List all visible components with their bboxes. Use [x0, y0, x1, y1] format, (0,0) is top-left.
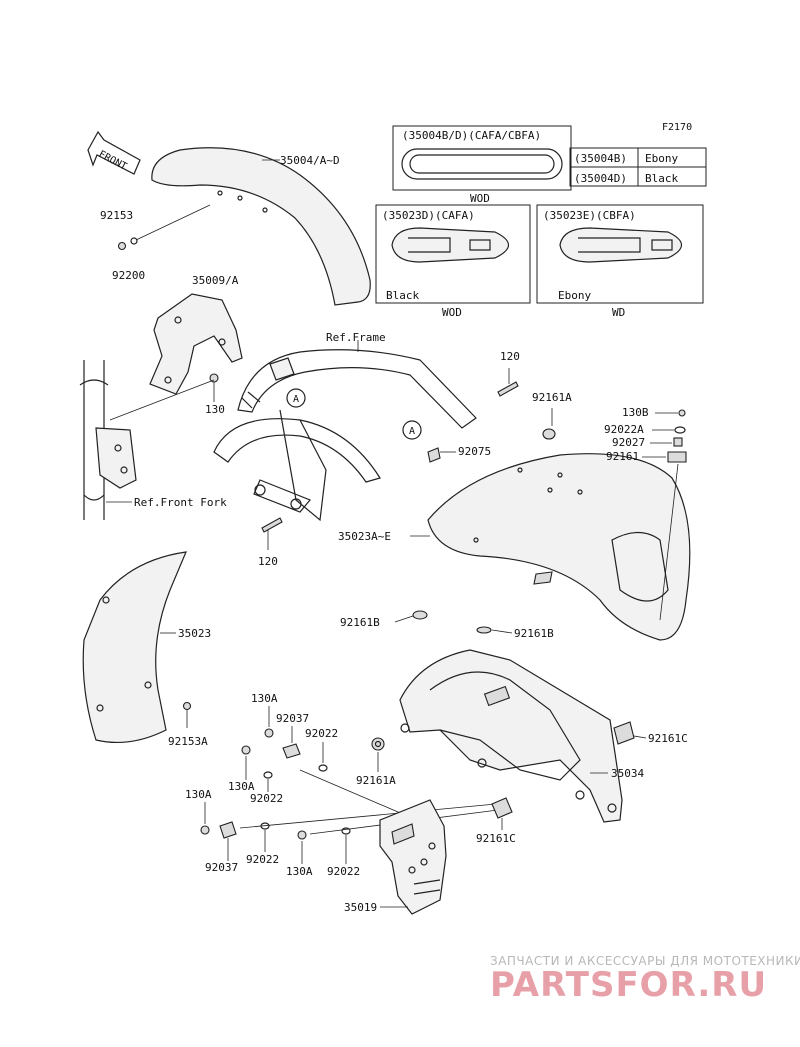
- callout-a-frame: A: [293, 394, 299, 405]
- inset-right-title: (35023E)(CBFA): [543, 209, 636, 222]
- label-35019: 35019: [344, 901, 377, 914]
- damper-92161C-right: [613, 721, 635, 745]
- watermark-logo: PARTSFOR.RU: [490, 965, 767, 1005]
- color-name-2: Black: [645, 172, 678, 185]
- label-35009: 35009/A: [192, 274, 239, 287]
- label-130A-1: 130A: [251, 692, 278, 705]
- label-92200: 92200: [112, 269, 145, 282]
- inset-right-caption: WD: [612, 306, 625, 319]
- inset-right: (35023E)(CBFA) Ebony WD: [536, 204, 704, 319]
- bolt-130A-3: [200, 825, 210, 835]
- label-92153A: 92153A: [168, 735, 208, 748]
- damper-92161C-bottom: [491, 797, 513, 819]
- label-92022-3: 92022: [246, 853, 279, 866]
- fender-strip-icon: [401, 148, 563, 180]
- front-fork: [79, 360, 137, 520]
- label-ref-frame: Ref.Frame: [326, 331, 386, 344]
- callout-a-circle: [402, 420, 422, 440]
- inset-top: (35004B/D)(CAFA/CBFA) WOD (35004B) Ebony…: [392, 125, 707, 205]
- label-92075: 92075: [458, 445, 491, 458]
- front-arrow-icon: FRONT: [87, 130, 141, 175]
- bolt-130A-2: [241, 745, 251, 755]
- label-92161: 92161: [606, 450, 639, 463]
- pad-92161B-left: [412, 610, 428, 620]
- label-120-bottom: 120: [258, 555, 278, 568]
- label-35023: 35023: [178, 627, 211, 640]
- label-92161C-bottom: 92161C: [476, 832, 516, 845]
- washer-92022-1: [318, 764, 328, 772]
- inset-top-title: (35004B/D)(CAFA/CBFA): [402, 129, 541, 142]
- label-35004: 35004/A~D: [280, 154, 340, 167]
- label-92153: 92153: [100, 209, 133, 222]
- inset-top-caption: WOD: [470, 192, 490, 205]
- frame: A: [213, 349, 477, 522]
- bolt-92153: [117, 241, 127, 251]
- label-130: 130: [205, 403, 225, 416]
- label-ref-front-fork: Ref.Front Fork: [134, 496, 227, 509]
- label-92161A-bottom: 92161A: [356, 774, 396, 787]
- watermark-tagline: ЗАПЧАСТИ И АКСЕССУАРЫ ДЛЯ МОТОТЕХНИКИ: [490, 954, 800, 968]
- inset-right-color: Ebony: [558, 289, 591, 302]
- label-92161B-left: 92161B: [340, 616, 380, 629]
- label-92027: 92027: [612, 436, 645, 449]
- pad-92161B-right: [476, 626, 492, 634]
- label-92161B-right: 92161B: [514, 627, 554, 640]
- label-92022-4: 92022: [327, 865, 360, 878]
- bolt-130A-1: [264, 728, 274, 738]
- label-130A-2: 130A: [228, 780, 255, 793]
- front-arrow-label: FRONT: [97, 149, 129, 173]
- color-name-1: Ebony: [645, 152, 678, 165]
- bolt-120-top: [497, 381, 519, 397]
- label-35034: 35034: [611, 767, 644, 780]
- grommet-92075: [427, 447, 441, 463]
- front-fender: [151, 147, 371, 306]
- label-130A-3: 130A: [185, 788, 212, 801]
- inset-left: (35023D)(CAFA) Black WOD: [375, 204, 531, 319]
- label-92022-2: 92022: [250, 792, 283, 805]
- washer-92200: [130, 237, 138, 245]
- collar-92027: [673, 437, 683, 447]
- label-130B: 130B: [622, 406, 649, 419]
- bolt-130B: [678, 409, 686, 417]
- bolt-130A-4: [297, 830, 307, 840]
- color-code-1: (35004B): [574, 152, 627, 165]
- inset-left-color: Black: [386, 289, 419, 302]
- damper-92161: [667, 451, 687, 463]
- washer-92022-2: [263, 771, 273, 779]
- callout-a-fender: A: [409, 426, 415, 437]
- label-130A-4: 130A: [286, 865, 313, 878]
- label-35023AE: 35023A~E: [338, 530, 391, 543]
- diagram-code: F2170: [662, 122, 692, 133]
- fender-bracket: [149, 293, 243, 395]
- bolt-120-bottom: [261, 517, 283, 533]
- washer-92022-4: [341, 827, 351, 835]
- rear-fender-side-panel: [82, 551, 187, 744]
- collar-92037-2: [219, 821, 237, 839]
- washer-92022A: [674, 426, 686, 434]
- rear-fender: [427, 453, 691, 641]
- rear-fender-frame: [399, 649, 623, 823]
- inset-left-caption: WOD: [442, 306, 462, 319]
- color-code-2: (35004D): [574, 172, 627, 185]
- damper-92161A-top: [542, 428, 556, 440]
- label-92037-2: 92037: [205, 861, 238, 874]
- label-92022A: 92022A: [604, 423, 644, 436]
- rear-fender-top-icon-2: [559, 227, 683, 263]
- inset-left-title: (35023D)(CAFA): [382, 209, 475, 222]
- label-92161C-right: 92161C: [648, 732, 688, 745]
- label-92037-1: 92037: [276, 712, 309, 725]
- collar-92037-1: [282, 743, 301, 759]
- label-92161A-top: 92161A: [532, 391, 572, 404]
- label-120-top: 120: [500, 350, 520, 363]
- damper-92161A-bottom: [371, 737, 385, 751]
- label-92022-1: 92022: [305, 727, 338, 740]
- license-bracket: [379, 799, 447, 915]
- bolt-92153A: [182, 701, 192, 711]
